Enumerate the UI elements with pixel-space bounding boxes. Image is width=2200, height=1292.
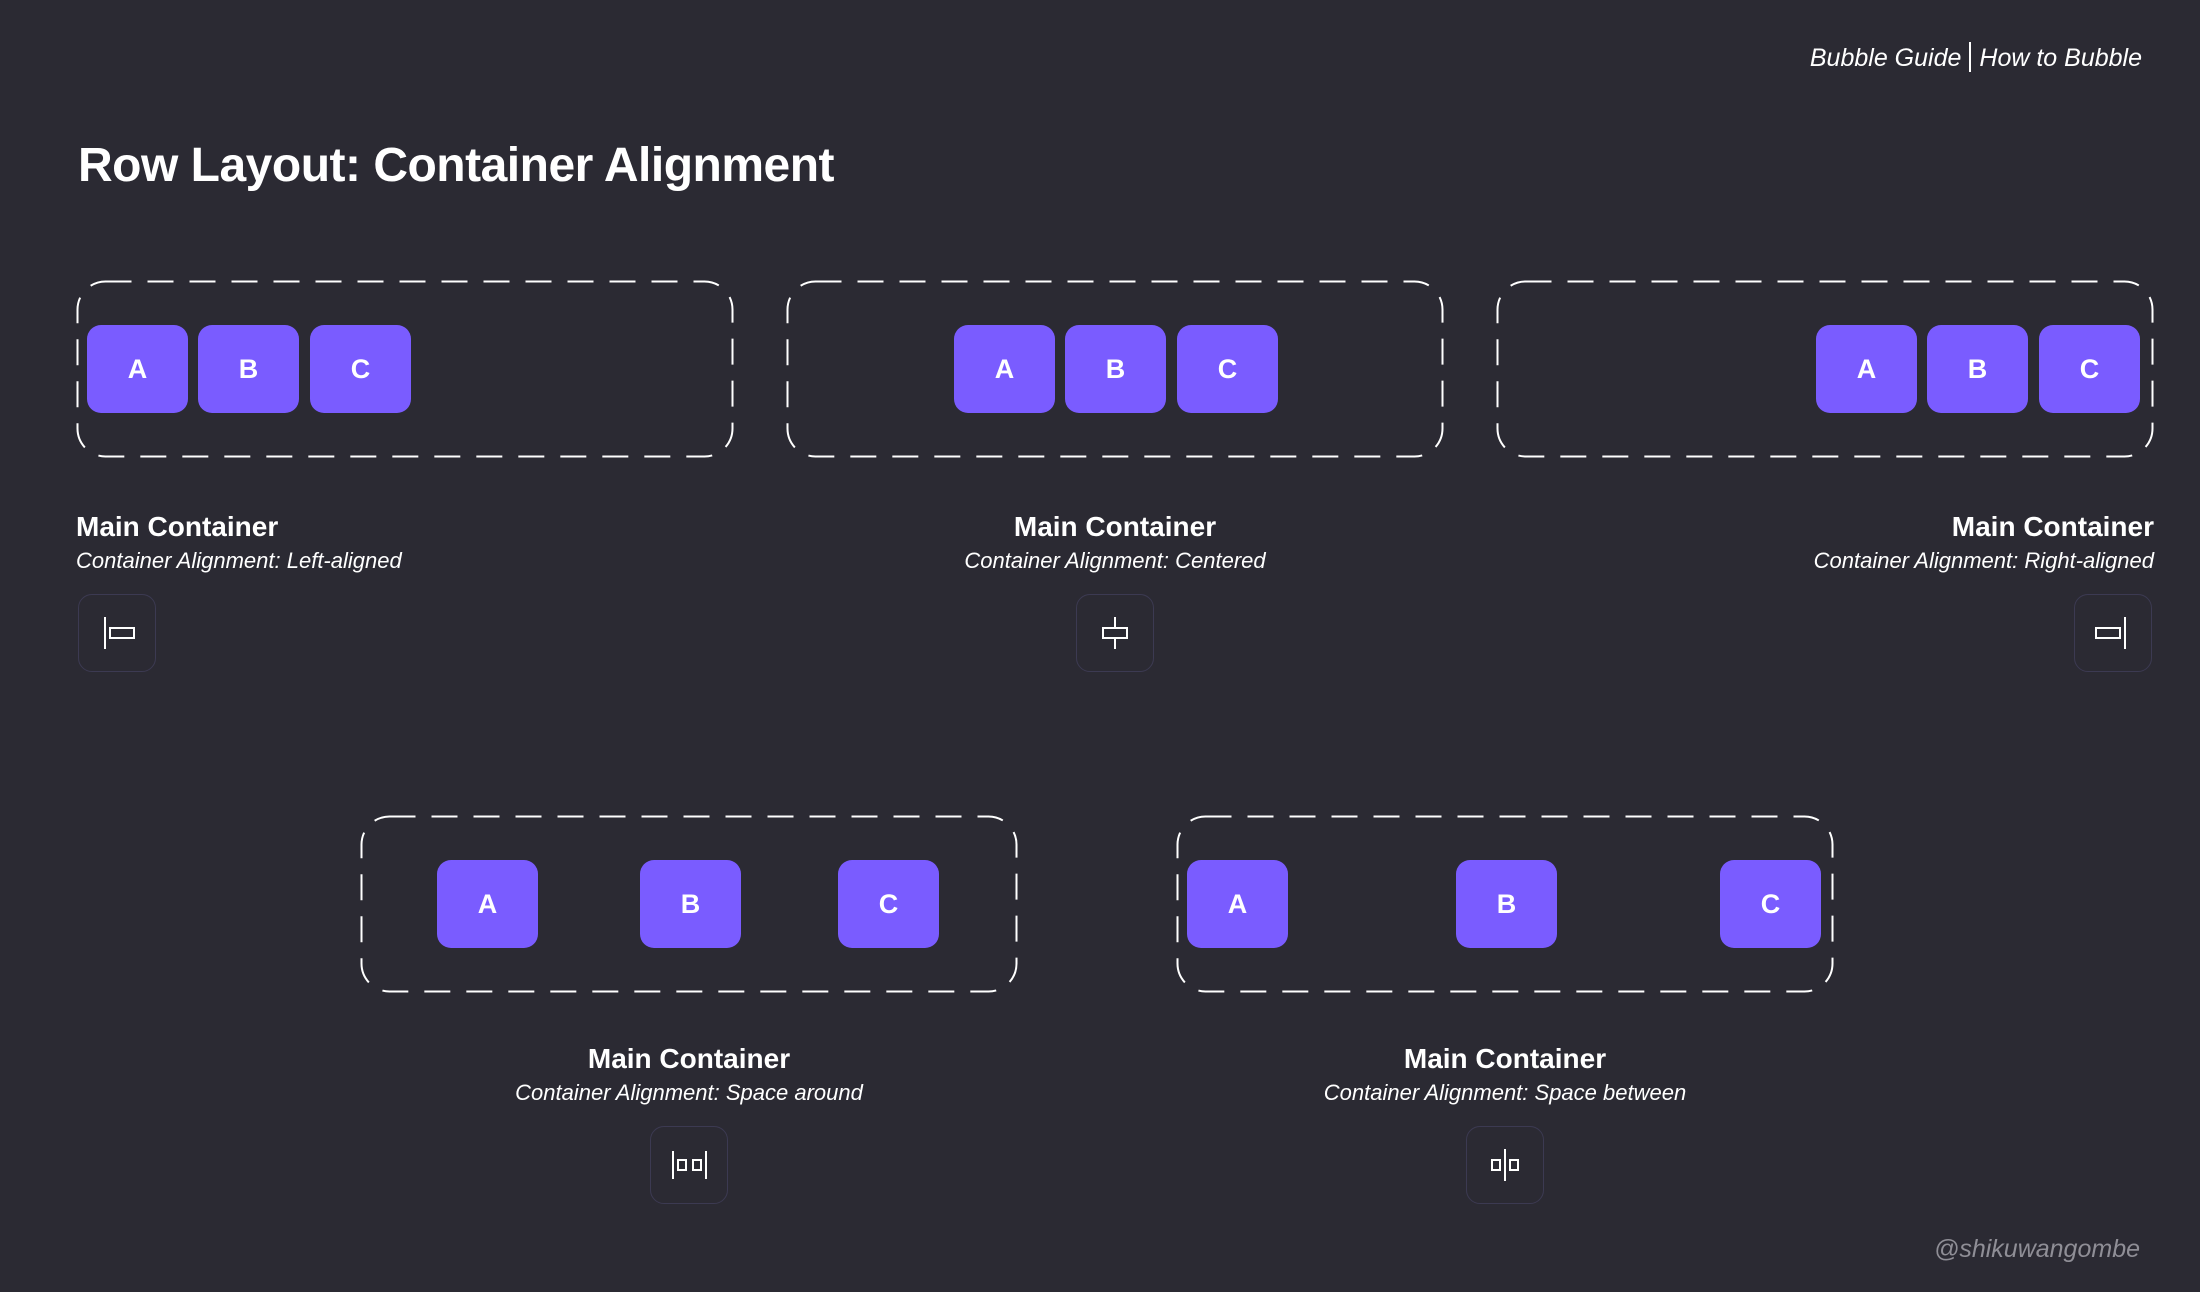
caption: Main Container Container Alignment: Left… (76, 510, 734, 576)
main-container-box: A B C (76, 280, 734, 458)
dashed-container-border (1176, 815, 1834, 993)
caption: Main Container Container Alignment: Righ… (1496, 510, 2154, 576)
dashed-container-border (360, 815, 1018, 993)
dashed-container-border (1496, 280, 2154, 458)
item-b: B (1456, 860, 1557, 948)
header-credit: Bubble Guide How to Bubble (1810, 42, 2142, 73)
space-around-icon (650, 1126, 728, 1204)
caption-title: Main Container (1951, 511, 2154, 542)
credit-left: Bubble Guide (1809, 44, 1962, 72)
caption-title: Main Container (76, 511, 279, 542)
item-c: C (310, 325, 411, 413)
item-b: B (640, 860, 741, 948)
item-a: A (1816, 325, 1917, 413)
item-c: C (1720, 860, 1821, 948)
caption-title: Main Container (1013, 511, 1217, 542)
caption: Main Container Container Alignment: Spac… (360, 1042, 1018, 1108)
caption: Main Container Container Alignment: Cent… (786, 510, 1444, 576)
item-c: C (1177, 325, 1278, 413)
caption-subtitle: Container Alignment: Space between (1323, 1080, 1687, 1105)
main-container-box: A B C (360, 815, 1018, 993)
panel-left-aligned: A B C Main Container Container Alignment… (76, 280, 734, 672)
caption-title: Main Container (1403, 1043, 1607, 1074)
caption-title: Main Container (587, 1043, 791, 1074)
panel-space-between: A B C Main Container Container Alignment… (1176, 815, 1834, 1204)
page-title: Row Layout: Container Alignment (78, 139, 835, 192)
dashed-container-border (76, 280, 734, 458)
panel-space-around: A B C Main Container Container Alignment… (360, 815, 1018, 1204)
credit-right: How to Bubble (1979, 44, 2142, 72)
item-c: C (2039, 325, 2140, 413)
watermark: @shikuwangombe (1933, 1235, 2140, 1263)
main-container-box: A B C (786, 280, 1444, 458)
caption-subtitle: Container Alignment: Centered (964, 548, 1266, 573)
item-a: A (437, 860, 538, 948)
credit-divider (1969, 42, 1972, 72)
item-b: B (1065, 325, 1166, 413)
align-right-icon (2074, 594, 2152, 672)
caption: Main Container Container Alignment: Spac… (1176, 1042, 1834, 1108)
caption-subtitle: Container Alignment: Right-aligned (1813, 548, 2154, 573)
item-a: A (954, 325, 1055, 413)
align-left-icon (78, 594, 156, 672)
item-b: B (1927, 325, 2028, 413)
caption-subtitle: Container Alignment: Space around (515, 1080, 863, 1105)
panel-centered: A B C Main Container Container Alignment… (786, 280, 1444, 672)
item-b: B (198, 325, 299, 413)
dashed-container-border (786, 280, 1444, 458)
space-between-icon (1466, 1126, 1544, 1204)
panel-right-aligned: A B C Main Container Container Alignment… (1496, 280, 2154, 672)
main-container-box: A B C (1176, 815, 1834, 993)
align-center-icon (1076, 594, 1154, 672)
item-a: A (87, 325, 188, 413)
main-container-box: A B C (1496, 280, 2154, 458)
item-c: C (838, 860, 939, 948)
caption-subtitle: Container Alignment: Left-aligned (76, 548, 402, 573)
item-a: A (1187, 860, 1288, 948)
